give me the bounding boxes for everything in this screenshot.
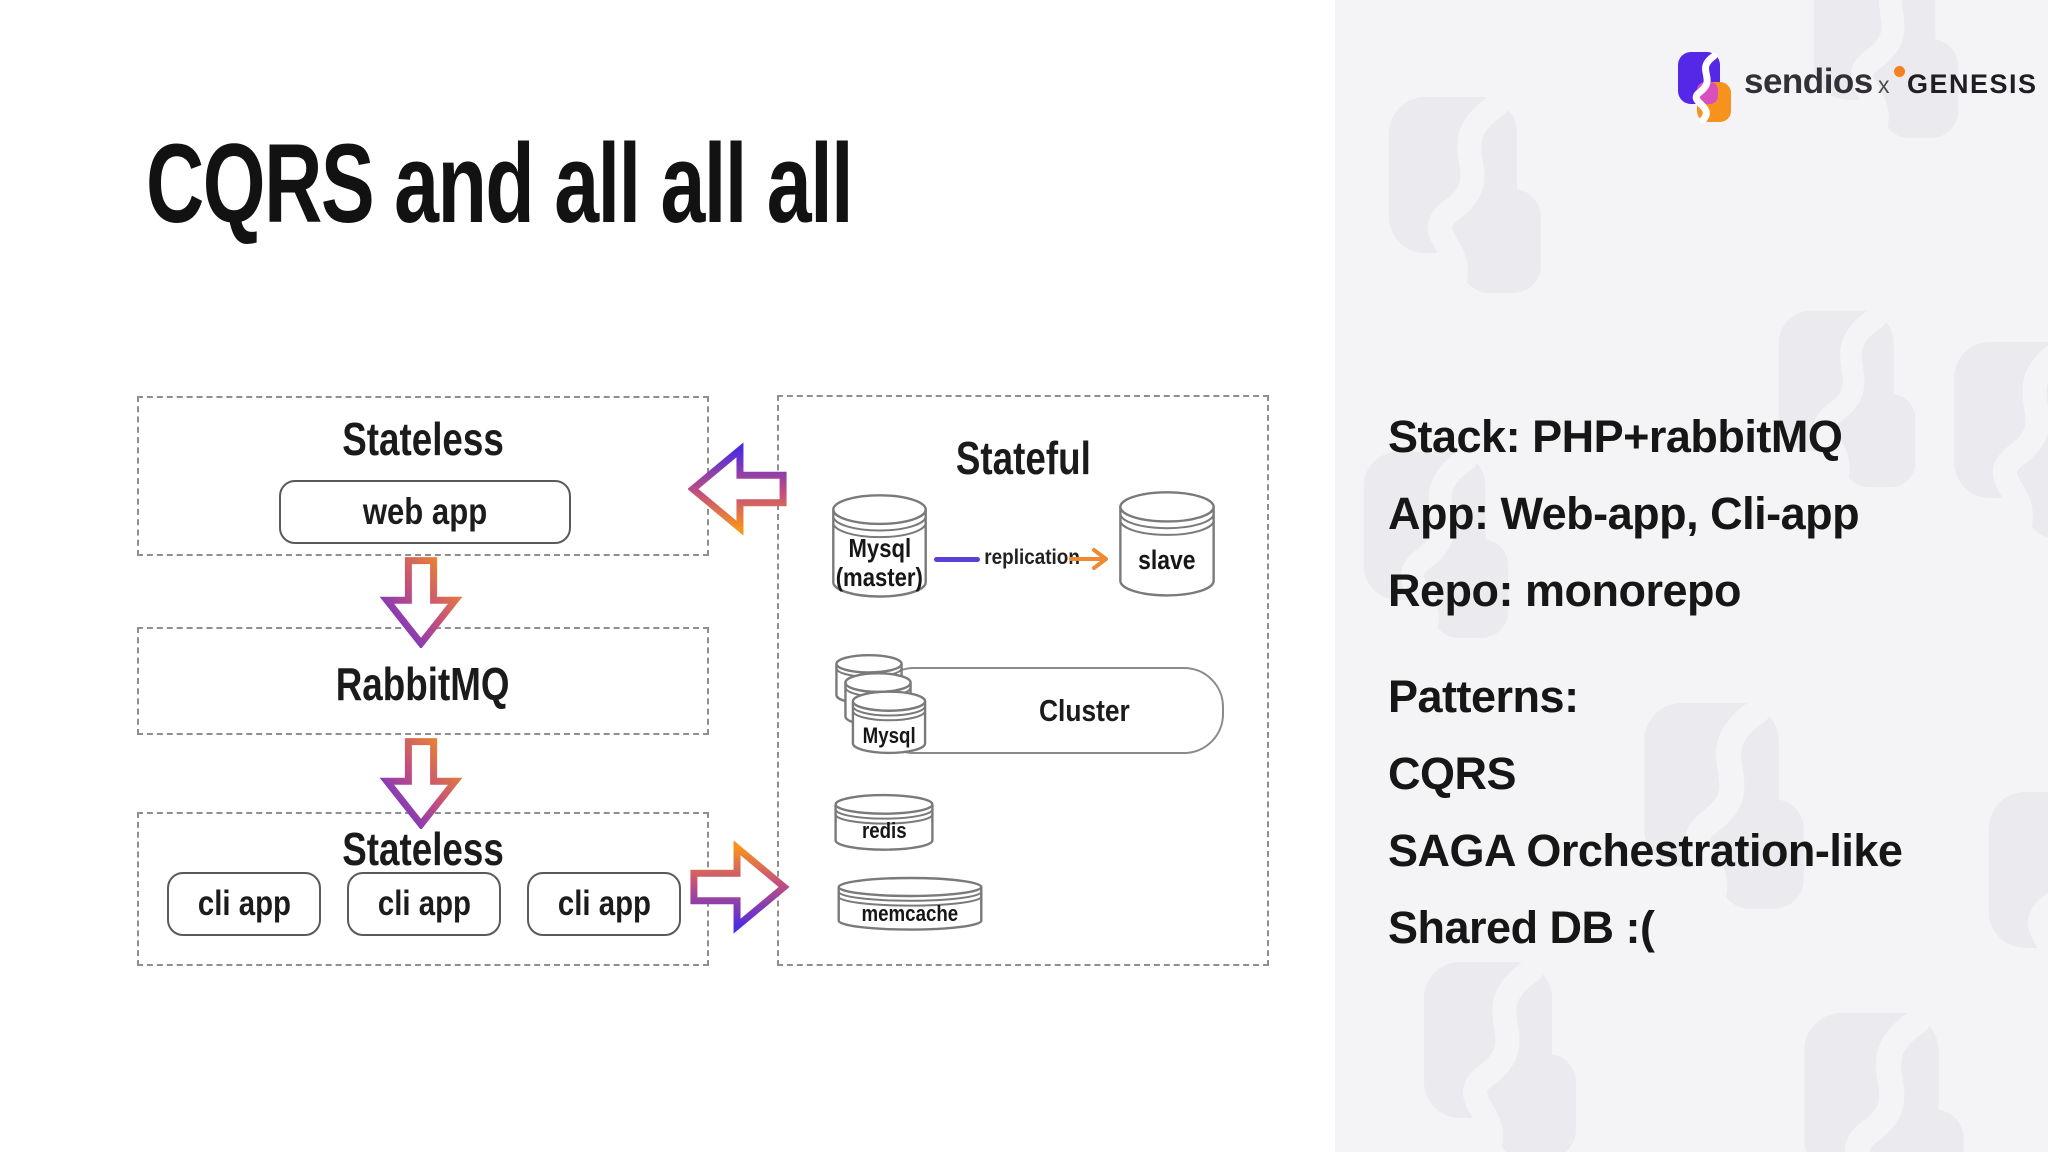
stateless-bottom-heading: Stateless — [342, 823, 504, 875]
arrow-down-icon — [376, 556, 466, 648]
side-panel — [1335, 0, 2048, 1152]
database-cylinder-slave: slave — [1114, 489, 1220, 601]
arrow-left-icon — [688, 440, 788, 538]
stateless-top-heading: Stateless — [342, 413, 504, 465]
brand-header: sendios x GENESIS — [1676, 36, 2038, 124]
web-app-node: web app — [279, 480, 571, 544]
sendios-watermark-icon — [1420, 950, 1620, 1152]
database-cylinder-redis: redis — [829, 792, 939, 854]
partner-name: GENESIS — [1907, 69, 2038, 99]
database-cylinder-mysql-cluster: Mysql — [848, 689, 930, 757]
rabbitmq-heading: RabbitMQ — [336, 658, 510, 710]
cluster-node: Cluster — [874, 667, 1224, 754]
note-line: Stack: PHP+rabbitMQ — [1388, 411, 1843, 462]
arrow-down-icon — [376, 737, 466, 829]
database-cylinder-mysql-master: Mysql (master) — [827, 492, 932, 602]
replication-label: replication — [984, 546, 1080, 569]
cli-app-node: cli app — [347, 872, 501, 936]
note-line: App: Web-app, Cli-app — [1388, 488, 1860, 539]
arrow-right-icon — [688, 838, 790, 936]
page-title: CQRS and all all all — [146, 121, 854, 246]
sendios-logo-icon — [1678, 52, 1731, 124]
note-line: Repo: monorepo — [1388, 565, 1741, 616]
notes-panel: Stack: PHP+rabbitMQ App: Web-app, Cli-ap… — [1388, 398, 2008, 966]
sendios-watermark-icon — [1385, 85, 1585, 315]
sendios-watermark-icon — [1800, 1000, 2010, 1152]
brand-separator: x — [1878, 72, 1890, 98]
stateful-heading: Stateful — [955, 432, 1091, 484]
note-line: Shared DB :( — [1388, 902, 1655, 953]
replication-arrow-icon — [1069, 548, 1108, 570]
cli-app-node: cli app — [167, 872, 321, 936]
rabbitmq-group: RabbitMQ — [137, 627, 709, 735]
replication-line — [934, 557, 980, 562]
stateful-group: Stateful Mysql (master) replication — [777, 395, 1269, 966]
database-cylinder-memcache: memcache — [829, 875, 991, 935]
note-line: Patterns: — [1388, 671, 1579, 722]
stateless-bottom-group: Stateless cli app cli app cli app — [137, 812, 709, 966]
cli-app-node: cli app — [527, 872, 681, 936]
note-line: CQRS — [1388, 748, 1517, 799]
brand-name: sendios — [1744, 62, 1873, 101]
genesis-dot-icon — [1894, 66, 1905, 77]
stateless-top-group: Stateless web app — [137, 396, 709, 556]
note-line: SAGA Orchestration-like — [1388, 825, 1903, 876]
